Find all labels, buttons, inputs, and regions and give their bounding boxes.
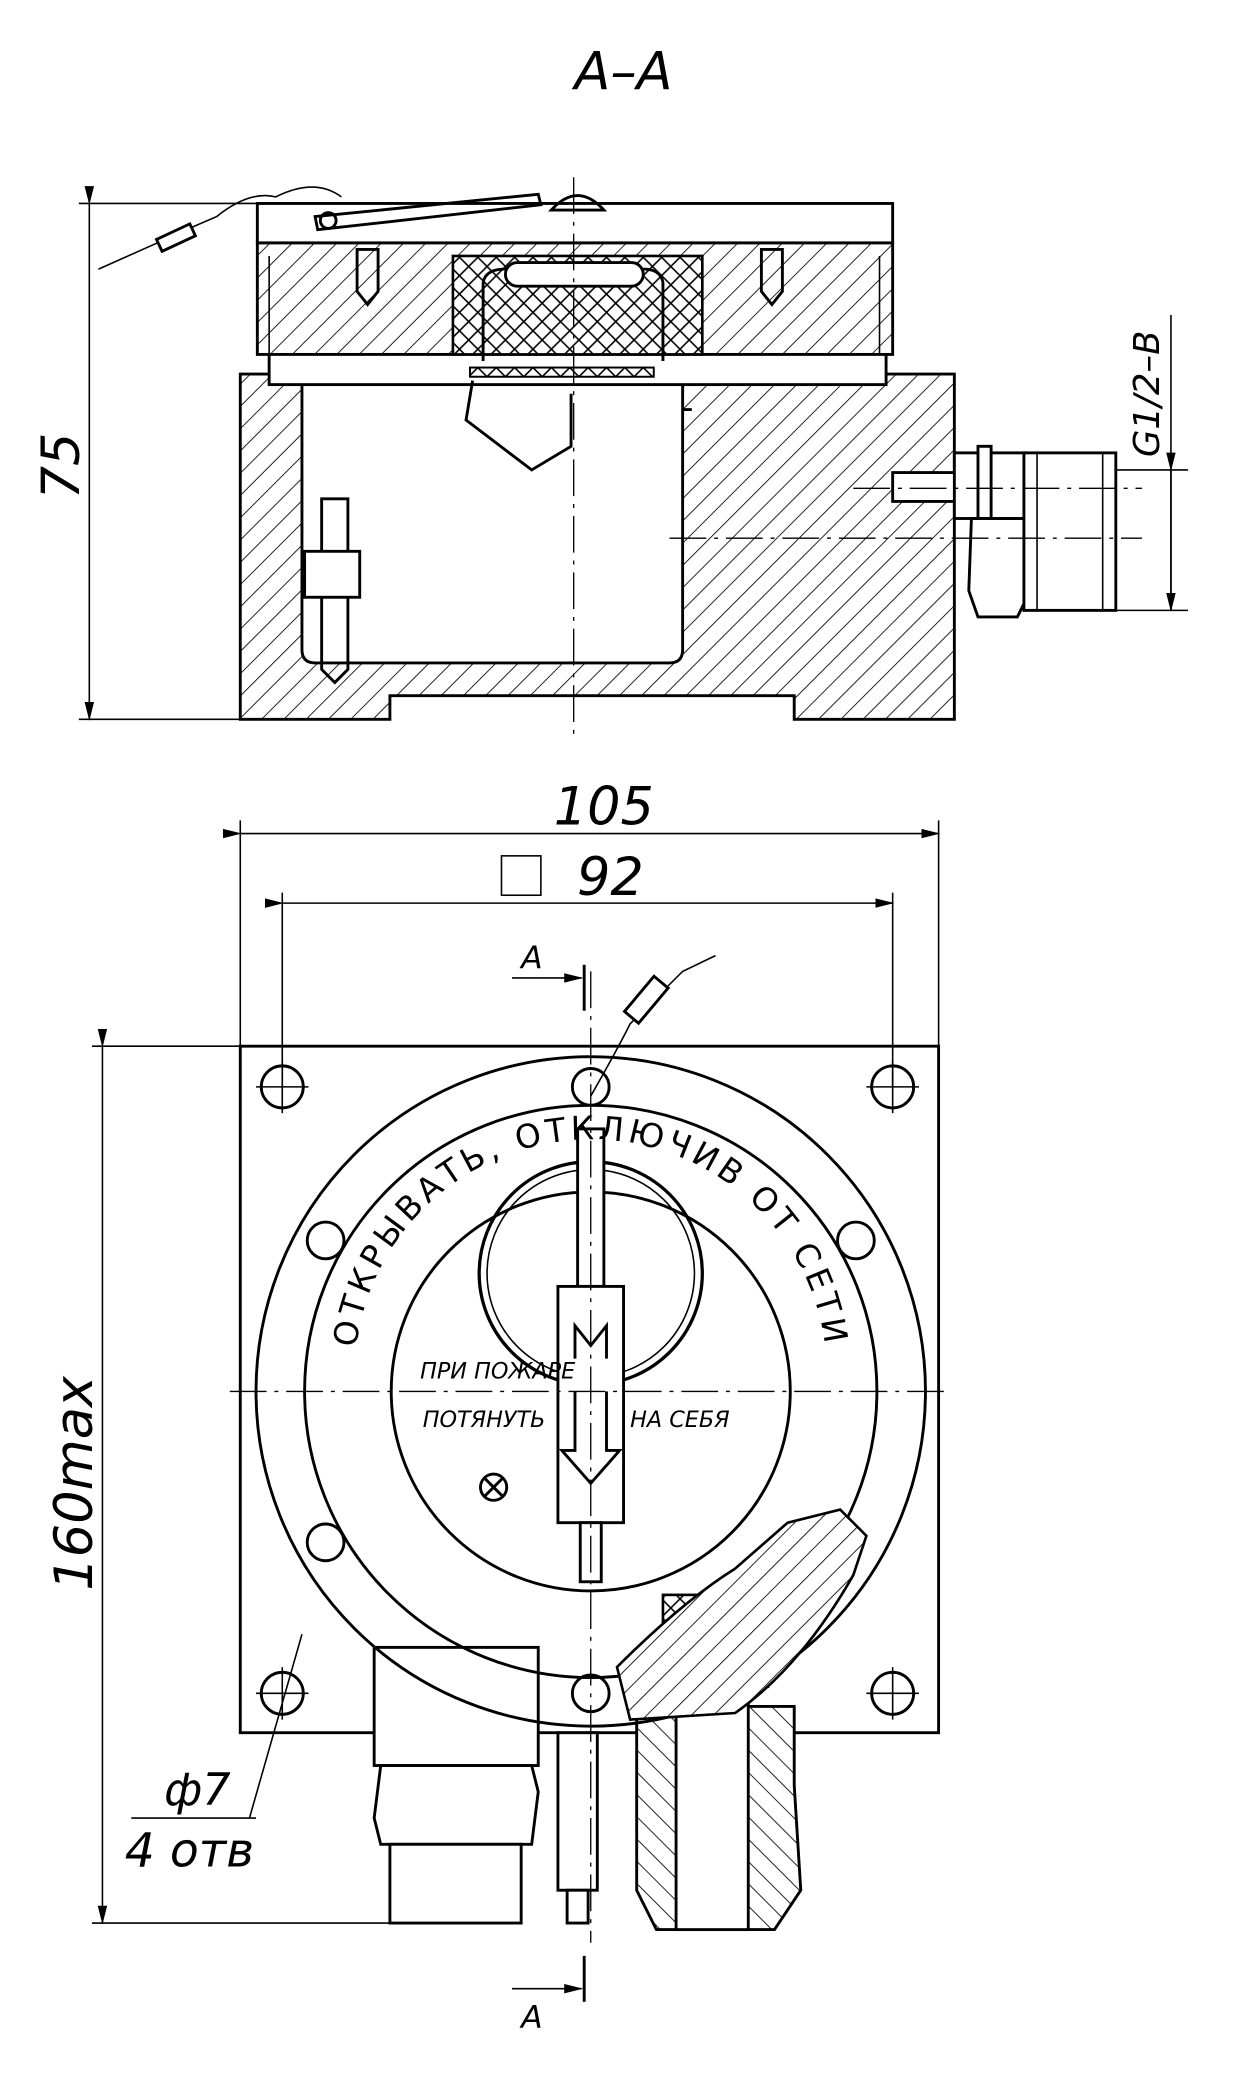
terminal-bottom <box>556 1731 599 1925</box>
hole-count-label: 4 отв <box>125 1824 254 1879</box>
square-symbol-icon <box>500 855 542 897</box>
dimension-max-height: 160max <box>44 1028 394 1925</box>
cable-gland-left <box>372 1645 540 1925</box>
lid-cover <box>255 202 895 245</box>
dimension-thread-label: G1/2–B <box>1127 331 1168 458</box>
section-view: 75 G1/2–B <box>31 177 1189 736</box>
section-mark-top: А <box>511 941 586 1011</box>
hole-callout: ф7 4 отв <box>125 1634 303 1879</box>
plate-text-line2-right: НА СЕБЯ <box>630 1407 730 1433</box>
cover-screws <box>305 1067 876 1714</box>
plate-text-line2-left: ПОТЯНУТЬ <box>423 1407 546 1433</box>
dimension-height: 75 <box>31 186 258 721</box>
seal-wire <box>98 186 342 270</box>
section-mark-top-label: А <box>519 941 543 977</box>
dimension-mounting-label: 92 <box>577 847 644 908</box>
plan-view: 105 92 <box>44 776 952 2036</box>
plate-text-line1: ПРИ ПОЖАРЕ <box>420 1358 576 1384</box>
section-mark-bottom: А <box>511 1955 586 2036</box>
dimension-thread: G1/2–B <box>1115 315 1189 612</box>
section-title: А–А <box>572 41 673 102</box>
dimension-max-height-label: 160max <box>44 1375 105 1591</box>
mounting-holes <box>256 1060 919 1720</box>
dimension-width-label: 105 <box>554 776 654 837</box>
hole-diameter-label: ф7 <box>164 1764 231 1816</box>
side-fitting <box>891 444 1118 619</box>
dimension-mounting: 92 <box>264 847 895 1087</box>
ground-symbol-icon <box>479 1472 509 1502</box>
dimension-height-label: 75 <box>31 433 92 500</box>
left-cavity <box>300 383 685 665</box>
dimension-width: 105 <box>222 776 941 1047</box>
section-mark-bottom-label: А <box>519 2000 543 2036</box>
